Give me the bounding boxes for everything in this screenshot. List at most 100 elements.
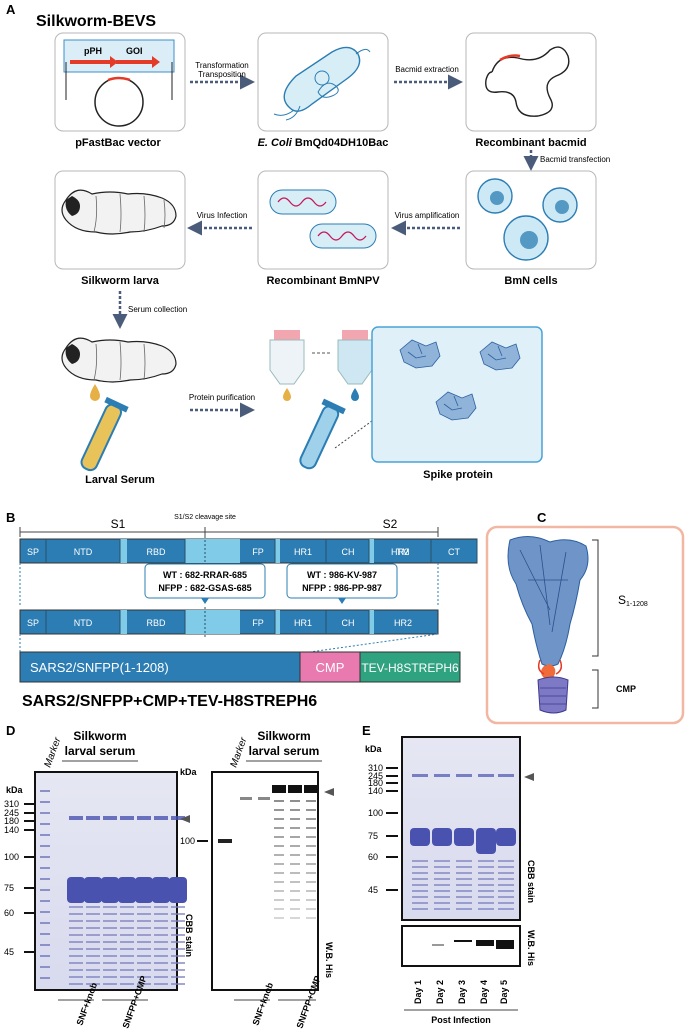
panel-c-letter: C xyxy=(537,510,547,525)
construct-sars2 xyxy=(19,651,301,683)
ladder-60: 60 xyxy=(4,908,14,918)
domain-fp: FP xyxy=(252,618,264,628)
label-extraction: Bacmid extraction xyxy=(395,65,459,74)
goi-label: GOI xyxy=(126,46,143,56)
domain-tm: TM xyxy=(397,547,410,557)
mut1-nfpp: NFPP : 682-GSAS-685 xyxy=(158,583,251,593)
d-wb-blot xyxy=(211,771,319,991)
ladder-60: 60 xyxy=(368,852,378,862)
ecoli-label: E. Coli BmQd04DH10Bac xyxy=(258,137,389,149)
domain-hr1: HR1 xyxy=(294,618,312,628)
e-arrowhead xyxy=(524,773,534,781)
d-kda-right: kDa xyxy=(180,767,198,777)
panel-e-letter: E xyxy=(362,723,371,738)
domain-hr2: HR2 xyxy=(391,547,409,557)
domain-sp: SP xyxy=(27,618,39,628)
ladder-180: 180 xyxy=(368,778,383,788)
domain-rbd: RBD xyxy=(146,547,166,557)
ladder-75: 75 xyxy=(4,883,14,893)
domain-ntd: NTD xyxy=(74,618,93,628)
domain-ch: CH xyxy=(342,618,355,628)
bacmid-dna xyxy=(485,46,570,117)
spike-structure xyxy=(507,536,589,714)
label-transfection: Bacmid transfection xyxy=(540,155,610,164)
e-blot-lanes xyxy=(432,940,514,949)
mut2-wt: WT : 986-KV-987 xyxy=(307,570,377,580)
d-serum-left-2: larval serum xyxy=(65,744,136,758)
ladder-75: 75 xyxy=(368,831,378,841)
d-gel-lanes xyxy=(40,790,187,985)
bacmid-label: Recombinant bacmid xyxy=(475,137,586,149)
e-gel-lanes xyxy=(410,774,516,910)
construct-tev xyxy=(359,651,461,683)
s2-label: S2 xyxy=(383,517,398,531)
column-1 xyxy=(269,330,305,401)
column-2 xyxy=(337,330,373,401)
bmnpv-box xyxy=(257,170,389,270)
ladder-245: 245 xyxy=(4,808,19,818)
day-label: Day 5 xyxy=(499,980,509,1004)
panel-d-letter: D xyxy=(6,723,15,738)
d-arrowhead-right xyxy=(324,788,334,796)
label-amplification: Virus amplification xyxy=(395,211,460,220)
panel-a-title: Silkworm-BEVS xyxy=(36,13,156,30)
panel-a-letter: A xyxy=(6,2,16,17)
domain-ch: CH xyxy=(342,547,355,557)
d-serum-right-2: larval serum xyxy=(249,744,320,758)
d-marker-left: Marker xyxy=(42,735,63,769)
e-cbb-label: CBB stain xyxy=(526,860,536,903)
virion-1 xyxy=(269,189,337,215)
spike-trimer-1 xyxy=(399,339,441,369)
d-blot-lanes xyxy=(218,785,318,919)
s-label: S1-1208 xyxy=(618,593,648,608)
day-label: Day 4 xyxy=(479,980,489,1004)
domain-ct: CT xyxy=(448,547,460,557)
d-kda-left: kDa xyxy=(6,785,24,795)
construct-tev-label: TEV-H8STREPH6 xyxy=(361,661,459,675)
serum-drop xyxy=(90,384,100,401)
ladder-45: 45 xyxy=(4,947,14,957)
mut1-wt: WT : 682-RRAR-685 xyxy=(163,570,247,580)
virion-2 xyxy=(309,223,377,249)
construct-cmp-label: CMP xyxy=(316,660,345,675)
label-infection: Virus Infection xyxy=(197,211,248,220)
e-post-infection: Post Infection xyxy=(431,1015,491,1025)
spike-label: Spike protein xyxy=(423,469,493,481)
vector-label: pFastBac vector xyxy=(75,137,161,149)
ladder-310: 310 xyxy=(368,763,383,773)
ladder-100: 100 xyxy=(368,808,383,818)
domain-fp: FP xyxy=(252,547,264,557)
e-kda: kDa xyxy=(365,744,383,754)
panel-b-letter: B xyxy=(6,510,15,525)
ladder-140: 140 xyxy=(4,825,19,835)
serum-tube xyxy=(80,396,129,472)
cleavage-label: S1/S2 cleavage site xyxy=(174,514,236,521)
serum-label: Larval Serum xyxy=(85,474,155,486)
larva-body xyxy=(61,189,177,235)
day-label: Day 3 xyxy=(457,980,467,1004)
e-wb-label: W.B. His xyxy=(526,930,536,966)
domain-sp: SP xyxy=(27,547,39,557)
domain-ntd: NTD xyxy=(74,547,93,557)
d-marker-right: Marker xyxy=(228,735,249,769)
domain-hr1: HR1 xyxy=(294,547,312,557)
larva-label: Silkworm larva xyxy=(81,275,160,287)
goi-arrow xyxy=(116,56,160,68)
bmn-label: BmN cells xyxy=(504,275,557,287)
day-label: Day 2 xyxy=(435,980,445,1004)
d-serum-right-1: Silkworm xyxy=(257,729,310,743)
label-purification: Protein purification xyxy=(189,393,255,402)
bmnpv-label: Recombinant BmNPV xyxy=(266,275,380,287)
label-transposition: Transposition xyxy=(198,70,246,79)
ladder-310: 310 xyxy=(4,799,19,809)
domain-hr2: HR2 xyxy=(394,618,412,628)
spike-tube xyxy=(299,398,346,470)
larva-2 xyxy=(61,337,177,383)
spike-trimer-2 xyxy=(479,341,521,371)
